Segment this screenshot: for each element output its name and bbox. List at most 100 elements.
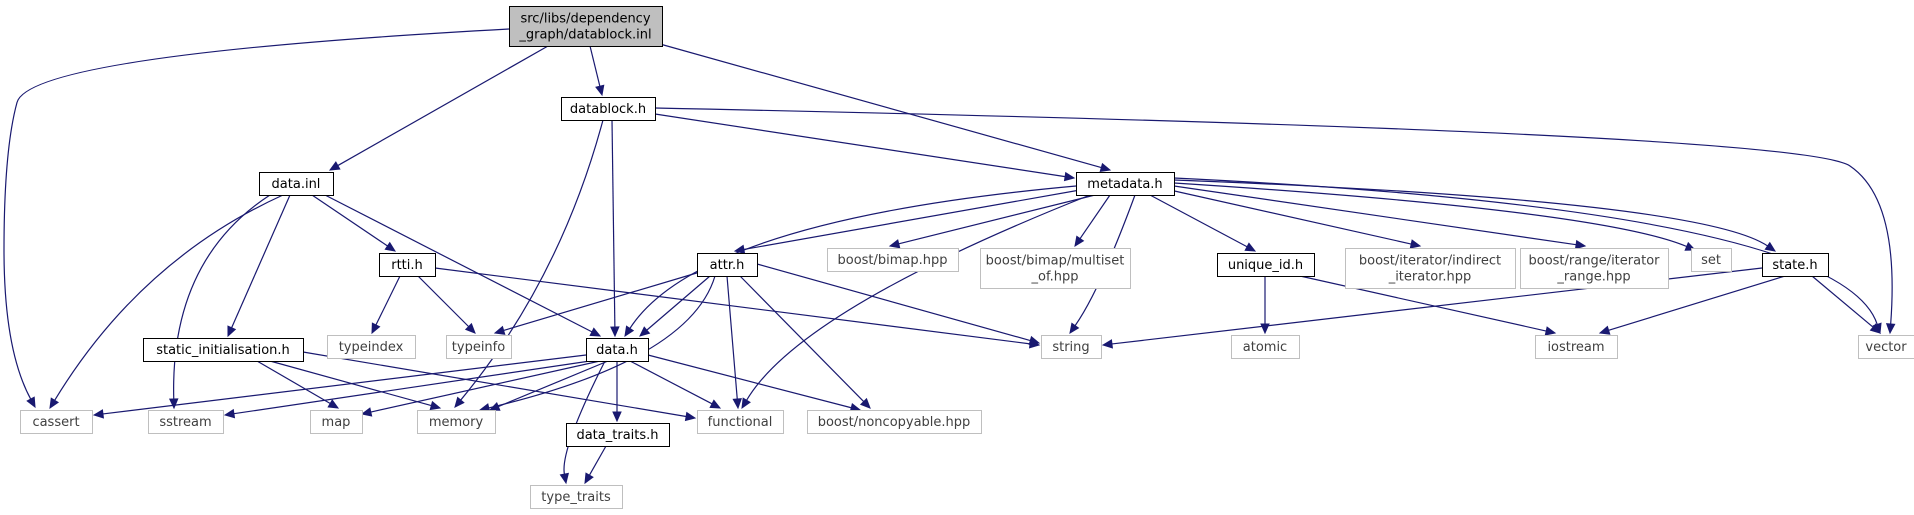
node-label: rtti.h: [391, 258, 423, 273]
node-iostream: iostream: [1535, 335, 1618, 359]
node-box: [1762, 253, 1829, 277]
edge-metadata_h-to-functional: [741, 194, 1091, 410]
node-label: static_initialisation.h: [156, 343, 290, 358]
node-label: data.inl: [272, 177, 321, 192]
arrowhead: [384, 241, 397, 252]
edge-metadata_h-to-indirect_iter: [1169, 189, 1422, 249]
edge-root-to-cassert: [3, 28, 510, 409]
edge-data_traits_h-to-type_traits: [584, 445, 607, 485]
node-label: data.h: [596, 343, 638, 358]
node-map: map: [310, 410, 363, 434]
edge-line: [563, 360, 606, 475]
edge-metadata_h-to-data_h: [624, 185, 1077, 338]
arrowhead: [888, 239, 901, 249]
arrowhead: [327, 399, 340, 409]
arrowhead: [1574, 239, 1587, 250]
edge-line: [256, 360, 331, 405]
node-state-h[interactable]: state.h: [1762, 253, 1829, 277]
node-label: iostream: [1547, 340, 1604, 355]
node-box: [327, 335, 416, 359]
node-label: state.h: [1772, 258, 1817, 273]
edge-line: [375, 275, 401, 326]
node-box: [1345, 248, 1516, 289]
edge-unique_id_h-to-iostream: [1299, 275, 1557, 336]
arrowhead: [1069, 322, 1080, 335]
edge-attr_h-to-noncopyable: [739, 275, 871, 409]
edge-line: [311, 194, 388, 247]
node-static-init[interactable]: static_initialisation.h: [143, 338, 304, 362]
node-box: [1041, 335, 1102, 359]
node-label: attr.h: [710, 258, 745, 273]
edge-line: [898, 194, 1096, 245]
node-attr-h[interactable]: attr.h: [697, 253, 758, 277]
edge-datablock_h-to-data_h: [610, 119, 620, 338]
arrowhead: [1099, 162, 1112, 173]
edge-line: [233, 360, 591, 415]
node-data-inl[interactable]: data.inl: [259, 172, 334, 196]
arrowhead: [1101, 339, 1113, 349]
node-box: [509, 6, 663, 47]
edge-state_h-to-iostream: [1598, 275, 1786, 335]
node-box: [379, 253, 436, 277]
node-label: memory: [429, 415, 484, 430]
arrowhead: [859, 397, 871, 409]
node-sstream: sstream: [148, 410, 224, 434]
node-box: [310, 410, 363, 434]
edge-metadata_h-to-bimap_multiset: [1074, 194, 1111, 248]
edge-data_h-to-functional: [629, 360, 722, 409]
arrowhead: [1074, 235, 1085, 248]
node-box: [530, 485, 623, 509]
node-bimap-multiset: boost/bimap/multiset_of.hpp: [980, 248, 1131, 289]
node-box: [561, 97, 656, 121]
edge-line: [1299, 275, 1547, 332]
node-label: data_traits.h: [576, 428, 658, 443]
node-label: _graph/datablock.inl: [518, 28, 651, 43]
edge-static_init-to-map: [256, 360, 340, 409]
arrowhead: [589, 327, 602, 337]
edge-line: [434, 267, 1031, 345]
arrowhead: [92, 409, 105, 419]
node-metadata-h[interactable]: metadata.h: [1076, 172, 1175, 196]
edge-attr_h-to-functional: [726, 275, 742, 410]
edge-datablock_h-to-memory: [454, 119, 604, 408]
arrowhead: [684, 411, 697, 422]
node-data-h[interactable]: data.h: [586, 338, 649, 362]
edge-datablock_h-to-vector: [654, 107, 1896, 335]
node-label: _iterator.hpp: [1388, 270, 1472, 285]
edge-line: [743, 189, 1081, 251]
edge-line: [739, 275, 865, 403]
edge-line: [1811, 275, 1874, 328]
arrowhead: [464, 322, 476, 334]
arrowhead: [595, 84, 605, 97]
edge-datablock_h-to-metadata_h: [654, 113, 1076, 182]
node-label: type_traits: [541, 490, 611, 505]
edge-data_inl-to-rtti_h: [311, 194, 397, 252]
node-rtti-h[interactable]: rtti.h: [379, 253, 436, 277]
node-data-traits-h[interactable]: data_traits.h: [566, 423, 670, 447]
edge-unique_id_h-to-atomic: [1260, 276, 1270, 335]
node-label: vector: [1865, 340, 1907, 355]
edge-line: [629, 185, 1077, 329]
edge-line: [659, 43, 1102, 169]
node-label: metadata.h: [1087, 177, 1162, 192]
node-label: boost/bimap/multiset: [986, 254, 1125, 269]
node-box: [417, 410, 496, 434]
node-functional: functional: [697, 410, 784, 434]
node-box: [1535, 335, 1618, 359]
node-box: [20, 410, 93, 434]
node-typeinfo: typeinfo: [446, 335, 512, 359]
node-root[interactable]: src/libs/dependency_graph/datablock.inl: [509, 6, 663, 47]
edge-metadata_h-to-state_h: [1173, 179, 1777, 252]
node-box: [446, 335, 512, 359]
node-indirect-iter: boost/iterator/indirect_iterator.hpp: [1345, 248, 1516, 289]
edge-line: [3, 28, 510, 400]
edge-data_h-to-sstream: [223, 360, 591, 419]
edge-line: [654, 107, 1893, 325]
edge-line: [1173, 177, 1878, 325]
node-datablock-h[interactable]: datablock.h: [561, 97, 656, 121]
node-unique-id-h[interactable]: unique_id.h: [1217, 253, 1315, 277]
edge-data_inl-to-cassert: [49, 194, 284, 410]
node-box: [807, 410, 982, 434]
edge-line: [647, 354, 852, 409]
